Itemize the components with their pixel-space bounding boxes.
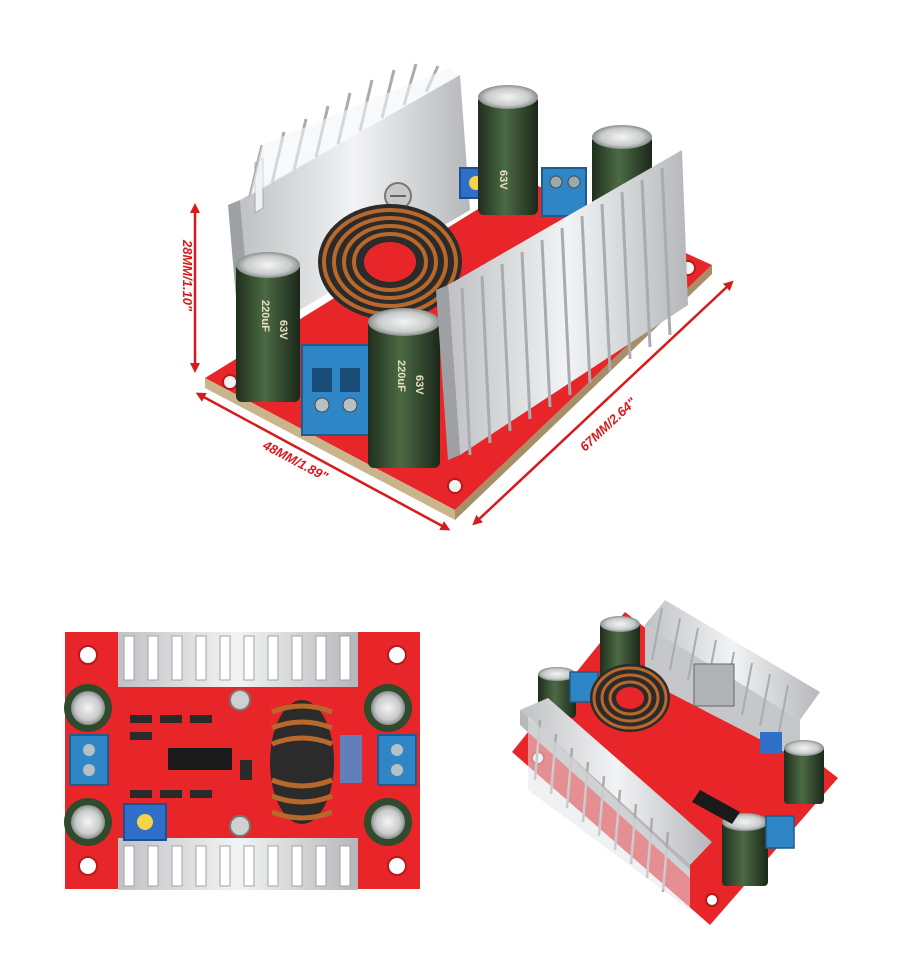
terminal-block-back [541, 167, 587, 217]
capacitor-front-left: 220uF 63V [236, 252, 300, 402]
cap-label-capacitance-2: 220uF [395, 360, 407, 392]
main-module-image: 63V 220uF 63V [180, 63, 734, 531]
capacitor-back-left: 63V [478, 85, 538, 215]
height-dimension-label: 28MM/1.10" [180, 239, 195, 312]
capacitor-front-middle: 220uF 63V [368, 308, 440, 468]
top-view-image [64, 632, 420, 890]
cap-label-capacitance: 220uF [259, 300, 271, 332]
length-dimension-label: 67MM/2.64" [577, 394, 640, 454]
angled-view-image [512, 600, 838, 925]
cap-label-voltage: 63V [277, 320, 289, 340]
cap-label-voltage-2: 63V [413, 375, 425, 395]
cap-label: 63V [497, 170, 509, 190]
dimension-arrows [190, 203, 734, 531]
terminal-block-front [301, 344, 373, 436]
